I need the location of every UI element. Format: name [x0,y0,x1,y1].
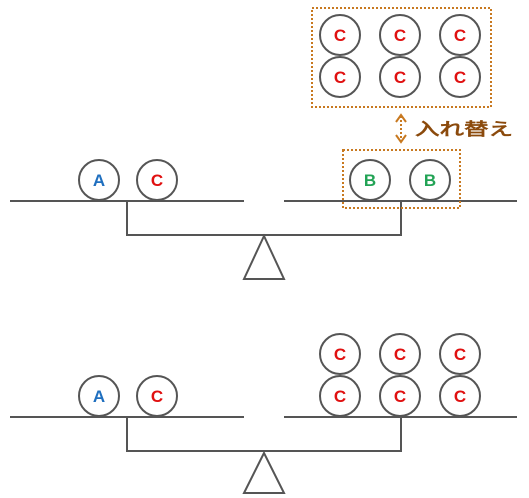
ball-label: B [424,171,436,190]
replacement-group-dashed-box [311,7,492,108]
top-beam [126,201,402,236]
bottom-left-balls: A C [78,375,178,417]
ball: C [379,14,421,56]
ball-label: B [364,171,376,190]
ball: A [78,159,120,201]
ball-label: C [454,387,466,406]
ball: C [319,375,361,417]
ball: C [439,333,481,375]
ball: C [319,14,361,56]
ball-label: C [394,68,406,87]
ball-label: A [93,171,105,190]
ball: C [136,159,178,201]
ball-label: C [454,345,466,364]
bottom-right-balls: C C C C C C [319,333,481,417]
ball: C [439,375,481,417]
swap-label: 入れ替え [415,119,513,139]
ball: B [409,159,451,201]
ball-label: C [334,26,346,45]
bottom-fulcrum-triangle [242,450,286,494]
swap-arrow [395,113,407,144]
ball: C [319,56,361,98]
ball: C [379,56,421,98]
ball-label: C [151,171,163,190]
ball-label: C [334,68,346,87]
ball-label: C [394,387,406,406]
top-fulcrum-triangle [242,233,286,280]
ball: A [78,375,120,417]
ball-label: A [93,387,105,406]
top-right-balls: B B [349,159,451,201]
top-left-balls: A C [78,159,178,201]
ball-label: C [151,387,163,406]
ball: B [349,159,391,201]
ball: C [379,375,421,417]
ball: C [439,14,481,56]
ball: C [379,333,421,375]
ball: C [439,56,481,98]
ball: C [136,375,178,417]
bottom-scale [10,416,517,494]
ball-label: C [334,387,346,406]
b-group-dashed-box [342,149,461,209]
ball-label: C [334,345,346,364]
top-scale [10,200,517,280]
ball: C [319,333,361,375]
ball-label: C [394,345,406,364]
ball-label: C [454,26,466,45]
replacement-group-balls: C C C C C C [319,14,481,98]
bottom-beam [126,417,402,452]
ball-label: C [394,26,406,45]
ball-label: C [454,68,466,87]
